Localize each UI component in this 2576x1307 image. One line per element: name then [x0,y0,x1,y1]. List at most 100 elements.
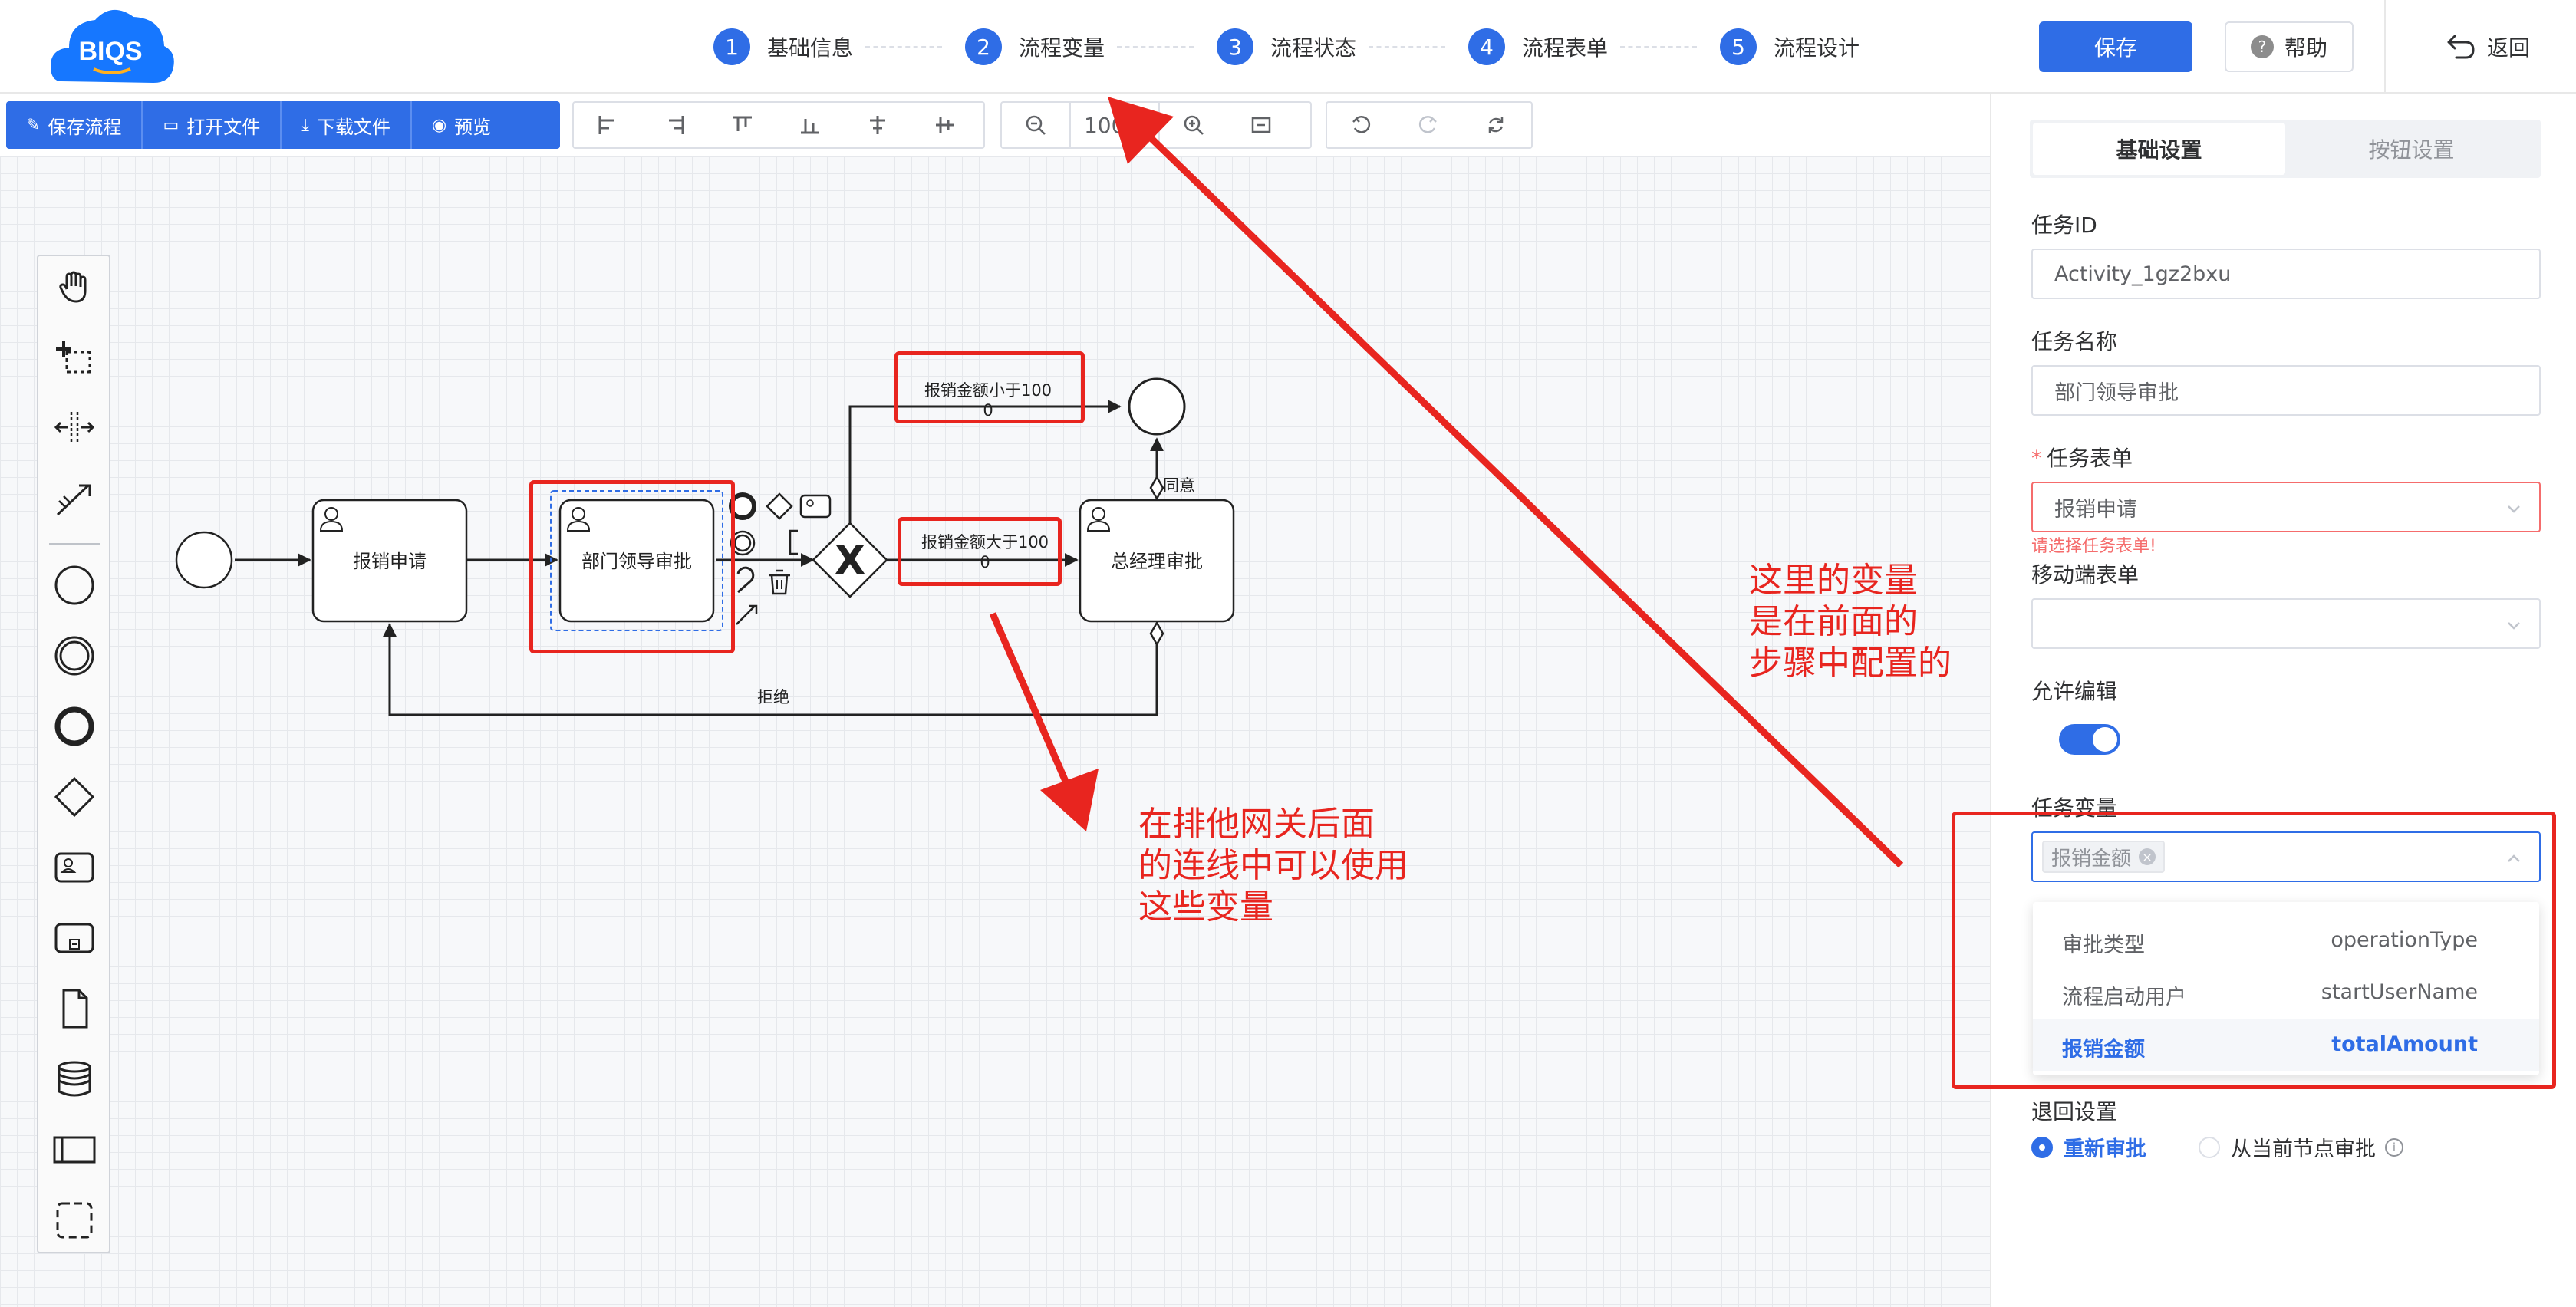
gateway-icon[interactable] [52,775,97,819]
step-process-variables[interactable]: 2 流程变量 [965,28,1105,66]
tab-basic-settings[interactable]: 基础设置 [2033,123,2285,175]
flow-gateway-to-end[interactable] [848,400,1122,526]
option-label: 审批类型 [2062,933,2145,957]
task-dept-label: 部门领导审批 [581,551,692,572]
designer-toolbar: ✎保存流程 ▭打开文件 ⤓下载文件 ◉预览 100% [0,94,1990,156]
group-icon[interactable] [52,1198,97,1243]
back-button[interactable]: 返回 [2430,21,2545,72]
annotation-note-variables: 这里的变量 是在前面的 步骤中配置的 [1749,560,1952,684]
task-apply[interactable] [311,499,468,623]
help-button[interactable]: ? 帮助 [2225,21,2354,72]
note-line: 的连线中可以使用 [1138,846,1408,885]
zoom-in-icon[interactable] [1160,103,1227,147]
align-right-icon[interactable] [641,103,709,147]
task-variables-select[interactable]: 报销金额 × [2031,831,2541,882]
wrench-icon[interactable] [736,566,755,594]
context-pad [729,492,832,625]
user-task-icon[interactable] [52,845,97,890]
step-process-design[interactable]: 5 流程设计 [1720,28,1860,66]
info-icon[interactable]: i [2385,1137,2403,1157]
gateway-x-icon: X [835,538,865,584]
task-form-select[interactable]: 报销申请 [2031,482,2541,532]
help-label: 帮助 [2284,35,2327,61]
radio-dot [2031,1136,2053,1158]
annotation-arrow-to-variables-step [1138,126,1904,868]
end-event[interactable] [1128,377,1186,436]
append-text-annotation-icon[interactable] [789,529,798,555]
download-file-button[interactable]: ⤓下载文件 [282,101,412,149]
align-center-icon[interactable] [844,103,911,147]
step-basic-info[interactable]: 1 基础信息 [713,28,853,66]
conditional-marker [1149,475,1164,501]
zoom-out-icon[interactable] [1002,103,1069,147]
user-icon [566,507,591,532]
bpmn-diagram: 报销申请 部门领导审批 X 总经理审批 报销金额小于100 0 报销金额大于10… [175,97,1904,868]
task-id-field[interactable]: Activity_1gz2bxu [2031,249,2541,299]
fit-view-icon[interactable] [1227,103,1295,147]
return-reapprove-radio[interactable]: 重新审批 [2031,1132,2146,1162]
bpmn-canvas[interactable] [0,156,1990,1307]
start-event-icon[interactable] [52,563,97,607]
start-event[interactable] [175,531,233,589]
tab-button-settings[interactable]: 按钮设置 [2368,137,2455,163]
step-process-form[interactable]: 4 流程表单 [1468,28,1608,66]
append-intermediate-event-icon[interactable] [730,530,756,556]
variable-tag: 报销金额 × [2042,841,2166,873]
lasso-tool-icon[interactable] [52,334,97,379]
delete-icon[interactable] [769,569,790,595]
task-id-label: 任务ID [2031,212,2097,238]
step-process-status[interactable]: 3 流程状态 [1217,28,1356,66]
align-top-icon[interactable] [709,103,776,147]
task-form-label: *任务表单 [2031,442,2133,472]
open-file-button[interactable]: ▭打开文件 [143,101,282,149]
step-label: 流程状态 [1270,35,1357,61]
task-form-label-text: 任务表单 [2047,446,2133,471]
task-name-field[interactable]: 部门领导审批 [2031,365,2541,416]
task-dept-approval[interactable] [558,499,715,623]
preview-label: 预览 [454,116,492,138]
save-button[interactable]: 保存 [2039,21,2192,72]
mobile-form-select[interactable] [2031,598,2541,649]
save-process-button[interactable]: ✎保存流程 [6,101,143,149]
chevron-up-icon [2508,854,2520,862]
step-label: 流程变量 [1019,35,1105,61]
intermediate-event-icon[interactable] [52,634,97,678]
variable-option-selected[interactable]: 报销金额 totalAmount [2033,1019,2539,1071]
append-task-icon[interactable] [799,494,832,519]
align-left-icon[interactable] [574,103,641,147]
flow-gm-reject[interactable] [383,623,1158,716]
edit-icon: ✎ [26,115,41,135]
redo-icon[interactable] [1395,103,1462,147]
preview-button[interactable]: ◉预览 [412,101,511,149]
connect-icon[interactable] [736,604,758,625]
radio-label: 重新审批 [2064,1137,2146,1161]
variable-option[interactable]: 审批类型 operationType [2033,914,2539,966]
back-label: 返回 [2486,35,2530,61]
hand-tool-icon[interactable] [52,264,97,308]
pool-icon[interactable] [52,1128,97,1172]
subprocess-icon[interactable] [52,916,97,960]
data-store-icon[interactable] [52,1057,97,1101]
undo-icon[interactable] [1327,103,1395,147]
data-object-icon[interactable] [52,986,97,1031]
panel-tabs: 基础设置 按钮设置 [2030,120,2541,178]
note-line: 在排他网关后面 [1138,805,1375,844]
required-mark: * [2031,446,2042,471]
step-connector [1620,46,1697,48]
reset-icon[interactable] [1462,103,1530,147]
exclusive-gateway[interactable] [812,522,888,598]
variable-option[interactable]: 流程启动用户 startUserName [2033,966,2539,1019]
tag-close-icon[interactable]: × [2139,848,2156,865]
append-gateway-icon[interactable] [766,492,793,520]
app-logo[interactable]: BIQS [48,2,178,92]
align-middle-icon[interactable] [911,103,979,147]
align-bottom-icon[interactable] [776,103,844,147]
allow-edit-switch[interactable] [2059,724,2120,755]
space-tool-icon[interactable] [52,405,97,449]
task-gm-approval[interactable] [1079,499,1235,623]
task-apply-label: 报销申请 [353,551,427,572]
end-event-icon[interactable] [52,704,97,749]
return-current-node-radio[interactable]: 从当前节点审批 i [2199,1132,2403,1162]
global-connect-icon[interactable] [52,476,97,520]
step-connector [1369,46,1445,48]
